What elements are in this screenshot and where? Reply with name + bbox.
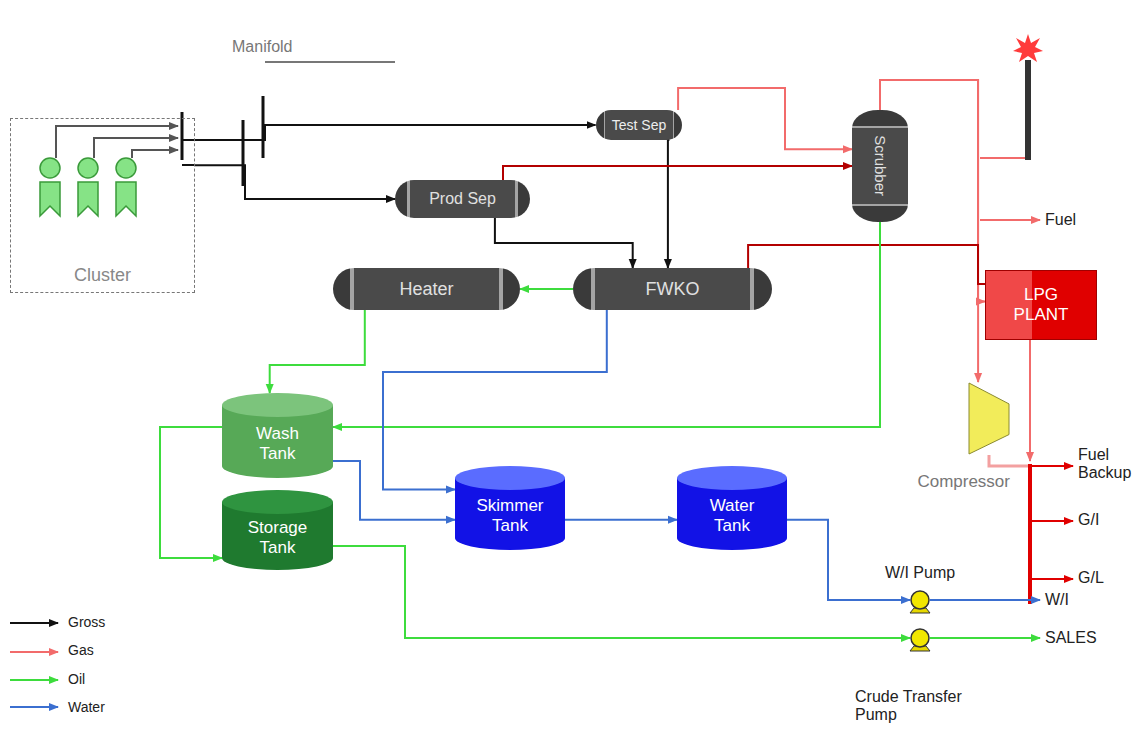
flow-line — [333, 546, 910, 638]
wash-tank: Wash Tank — [222, 393, 333, 478]
tank-top — [222, 393, 333, 417]
tank-top — [455, 466, 565, 490]
pump-outlets — [930, 600, 1040, 638]
node-label: Prod Sep — [429, 190, 496, 208]
node-label: Storage Tank — [238, 518, 318, 557]
flow-line — [668, 140, 670, 268]
flow-line — [787, 520, 910, 600]
flow-line — [383, 310, 607, 490]
compressor-symbol: Compressor — [968, 382, 1010, 455]
pump-casing — [911, 591, 929, 609]
flow-line — [748, 245, 985, 284]
flow-line — [520, 288, 573, 290]
outlet-label: W/I — [1045, 591, 1069, 609]
outlet-label: Fuel — [1045, 211, 1076, 229]
fwko-vessel: FWKO — [573, 268, 772, 310]
separator-vessel: Test Sep — [596, 110, 683, 140]
manifold-label: Manifold — [232, 38, 292, 56]
legend-samples — [10, 623, 58, 707]
pump-outline — [910, 590, 930, 610]
flow-line — [333, 461, 455, 520]
compressor-body — [969, 383, 1009, 454]
flow-line — [195, 165, 395, 199]
outlet-label: G/I — [1078, 511, 1099, 529]
separator-vessel: Prod Sep — [395, 180, 530, 218]
outlet-label: SALES — [1045, 629, 1097, 647]
flow-line — [678, 88, 852, 149]
flow-line — [495, 218, 633, 268]
storage-tank: Storage Tank — [222, 490, 333, 570]
comp-outline — [968, 382, 1010, 455]
node-label: Cluster — [74, 265, 131, 286]
node-label: Crude Transfer Pump — [855, 688, 985, 725]
wells — [40, 126, 178, 216]
flare-stack — [980, 34, 1043, 160]
node-label: Skimmer Tank — [470, 496, 550, 535]
flow-line — [160, 427, 222, 558]
cluster-box: Cluster — [10, 118, 195, 293]
node-label: Wash Tank — [238, 424, 318, 463]
node-label: Scrubber — [871, 136, 888, 197]
legend-label: Oil — [68, 671, 85, 687]
legend-label: Gas — [68, 642, 94, 658]
pump-symbol: Crude Transfer Pump — [910, 628, 930, 648]
pump-casing — [911, 629, 929, 647]
heater-vessel: Heater — [333, 268, 520, 310]
node-label: Test Sep — [612, 117, 666, 133]
legend-label: Water — [68, 699, 105, 715]
outlet-label: Fuel Backup — [1078, 446, 1141, 483]
scrubber-vessel: Scrubber — [852, 110, 908, 222]
skimmer-tank: Skimmer Tank — [455, 466, 565, 550]
node-label: Water Tank — [692, 496, 772, 535]
flow-line — [565, 519, 677, 521]
node-label: Heater — [399, 279, 453, 300]
flow-line — [195, 125, 596, 140]
node-label: W/I Pump — [885, 564, 955, 582]
node-label: Compressor — [917, 472, 1010, 492]
tank-top — [677, 466, 787, 490]
pump-symbol: W/I Pump — [910, 590, 930, 610]
flow-line — [503, 166, 852, 180]
tank-top — [222, 490, 333, 514]
outlet-label: G/L — [1078, 569, 1104, 587]
node-label: LPG PLANT — [1006, 285, 1076, 324]
pump-outline — [910, 628, 930, 648]
node-label: FWKO — [646, 279, 700, 300]
legend-label: Gross — [68, 614, 105, 630]
water-tank: Water Tank — [677, 466, 787, 550]
lpg-plant-box: LPG PLANT — [985, 270, 1097, 340]
flow-line — [270, 310, 365, 393]
